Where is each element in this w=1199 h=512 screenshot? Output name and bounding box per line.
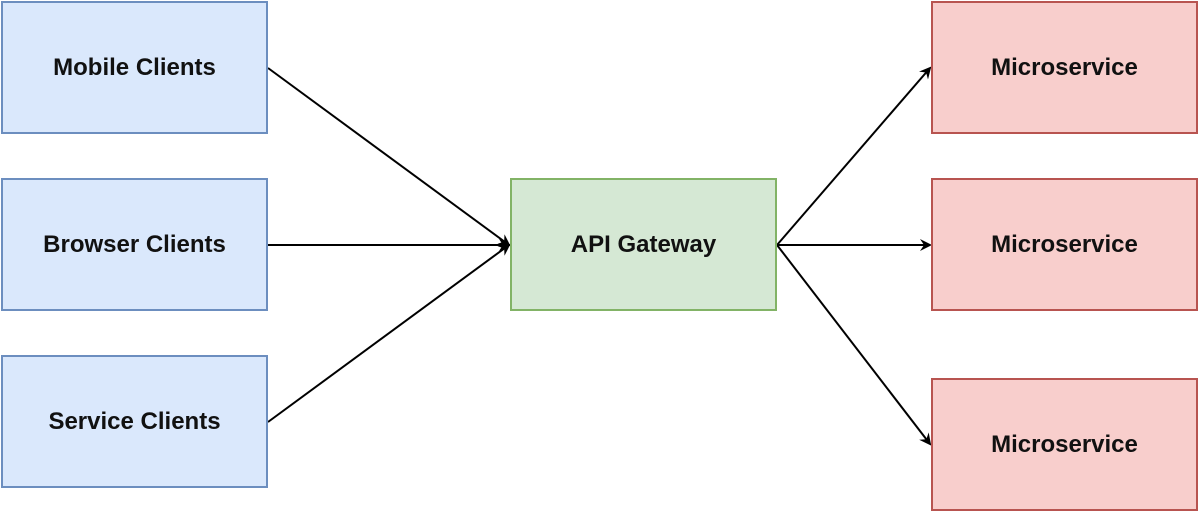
service-clients-label: Service Clients <box>48 407 221 435</box>
api-gateway-label: API Gateway <box>570 230 717 258</box>
microservice-box-3: Microservice <box>931 378 1198 511</box>
browser-clients-box: Browser Clients <box>1 178 268 311</box>
arrow-gateway-to-microservice-1 <box>776 66 932 246</box>
microservice-label-2: Microservice <box>991 230 1138 258</box>
mobile-clients-label: Mobile Clients <box>53 53 216 81</box>
microservice-label-3: Microservice <box>991 430 1138 458</box>
microservice-box-1: Microservice <box>931 1 1198 134</box>
microservice-box-2: Microservice <box>931 178 1198 311</box>
api-gateway-box: API Gateway <box>510 178 777 311</box>
arrow-gateway-to-microservice-3 <box>776 244 932 446</box>
arrow-mobile-to-gateway <box>267 67 511 247</box>
arrow-service-clients-to-gateway <box>267 243 511 423</box>
browser-clients-label: Browser Clients <box>43 230 226 258</box>
service-clients-box: Service Clients <box>1 355 268 488</box>
mobile-clients-box: Mobile Clients <box>1 1 268 134</box>
microservice-label-1: Microservice <box>991 53 1138 81</box>
